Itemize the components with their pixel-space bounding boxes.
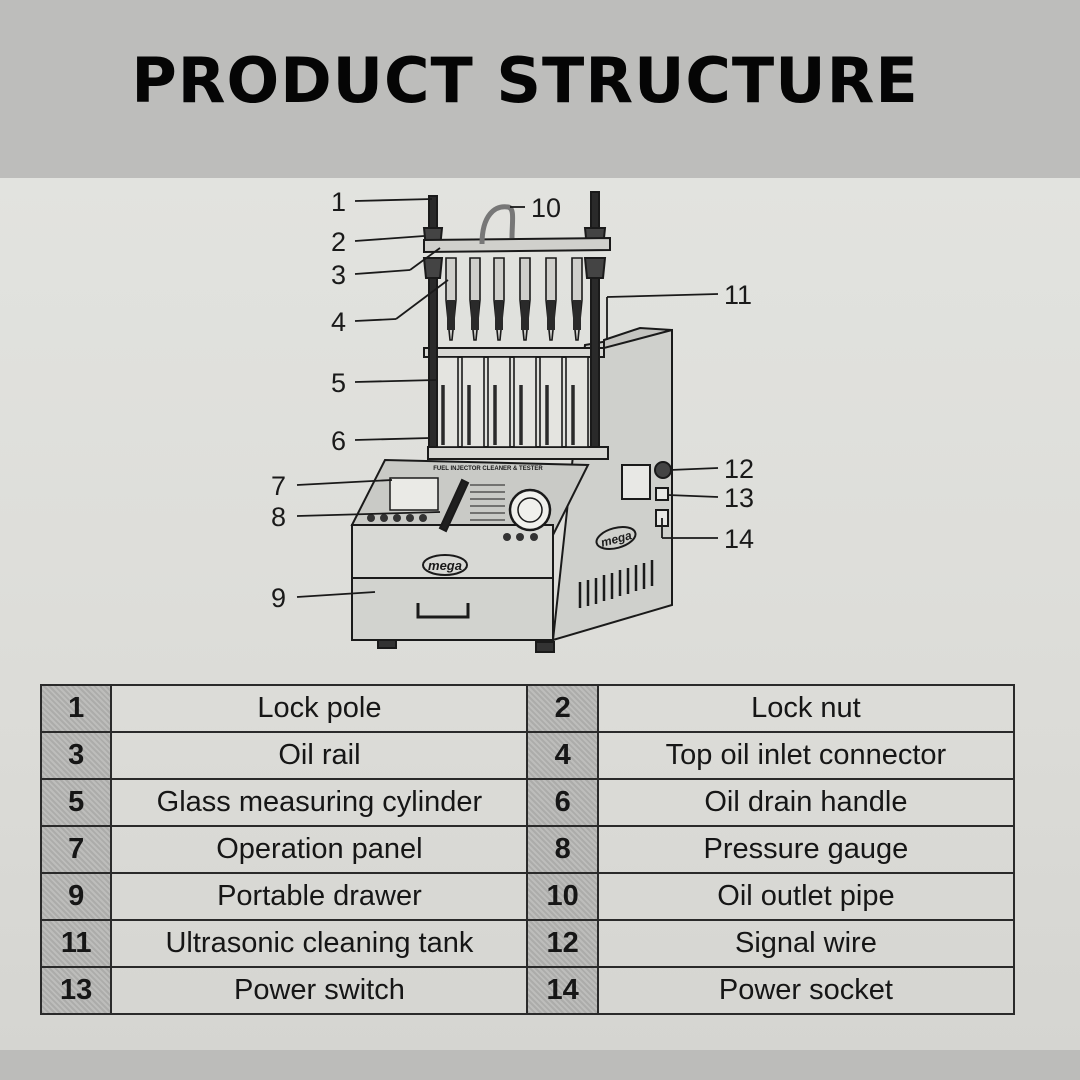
part-name: Power switch <box>110 966 529 1015</box>
callout-14: 14 <box>724 524 754 554</box>
part-number: 8 <box>526 825 599 874</box>
part-number: 5 <box>39 778 113 827</box>
part-number: 9 <box>39 872 113 921</box>
part-number: 11 <box>39 919 113 968</box>
table-row: 7 Operation panel 8 Pressure gauge <box>39 825 1016 874</box>
callout-13: 13 <box>724 483 754 513</box>
callout-2: 2 <box>331 227 346 257</box>
table-row: 5 Glass measuring cylinder 6 Oil drain h… <box>39 778 1016 827</box>
part-number: 6 <box>526 778 599 827</box>
callout-12: 12 <box>724 454 754 484</box>
callout-6: 6 <box>331 426 346 456</box>
callout-3: 3 <box>331 260 346 290</box>
part-number: 3 <box>39 731 113 780</box>
part-name: Top oil inlet connector <box>596 731 1016 780</box>
table-row: 9 Portable drawer 10 Oil outlet pipe <box>39 872 1016 921</box>
part-name: Pressure gauge <box>596 825 1016 874</box>
portable-drawer-shape <box>351 577 554 641</box>
panel-text: FUEL INJECTOR CLEANER & TESTER <box>433 466 543 472</box>
part-name: Operation panel <box>110 825 529 874</box>
table-row: 1 Lock pole 2 Lock nut <box>39 684 1016 733</box>
part-name: Oil rail <box>110 731 529 780</box>
part-number: 4 <box>526 731 599 780</box>
callout-10: 10 <box>531 193 561 223</box>
callout-5: 5 <box>331 368 346 398</box>
part-name: Power socket <box>596 966 1016 1015</box>
part-number: 1 <box>39 684 113 733</box>
callout-1: 1 <box>331 187 346 217</box>
part-number: 14 <box>526 966 599 1015</box>
table-row: 11 Ultrasonic cleaning tank 12 Signal wi… <box>39 919 1016 968</box>
callout-9: 9 <box>271 583 286 613</box>
part-number: 7 <box>39 825 113 874</box>
callout-7: 7 <box>271 471 286 501</box>
part-name: Signal wire <box>596 919 1016 968</box>
part-name: Lock pole <box>110 684 529 733</box>
part-number: 13 <box>39 966 113 1015</box>
page-title: PRODUCT STRUCTURE <box>131 44 919 117</box>
callout-11: 11 <box>724 280 752 310</box>
table-row: 13 Power switch 14 Power socket <box>39 966 1016 1015</box>
title-banner: PRODUCT STRUCTURE <box>0 0 1080 178</box>
table-row: 3 Oil rail 4 Top oil inlet connector <box>39 731 1016 780</box>
part-name: Portable drawer <box>110 872 529 921</box>
part-name: Ultrasonic cleaning tank <box>110 919 529 968</box>
part-number: 2 <box>526 684 599 733</box>
part-name: Lock nut <box>596 684 1016 733</box>
brand-logo-front: mega <box>428 558 462 573</box>
parts-table: 1 Lock pole 2 Lock nut 3 Oil rail 4 Top … <box>39 684 1016 1015</box>
machine-diagram: mega mega FUEL INJECTOR CLEANER & TESTER… <box>271 187 754 653</box>
part-name: Glass measuring cylinder <box>110 778 529 827</box>
bottom-strip <box>0 1050 1080 1080</box>
part-number: 12 <box>526 919 599 968</box>
callout-8: 8 <box>271 502 286 532</box>
part-number: 10 <box>526 872 599 921</box>
part-name: Oil outlet pipe <box>596 872 1016 921</box>
part-name: Oil drain handle <box>596 778 1016 827</box>
callout-4: 4 <box>331 307 346 337</box>
